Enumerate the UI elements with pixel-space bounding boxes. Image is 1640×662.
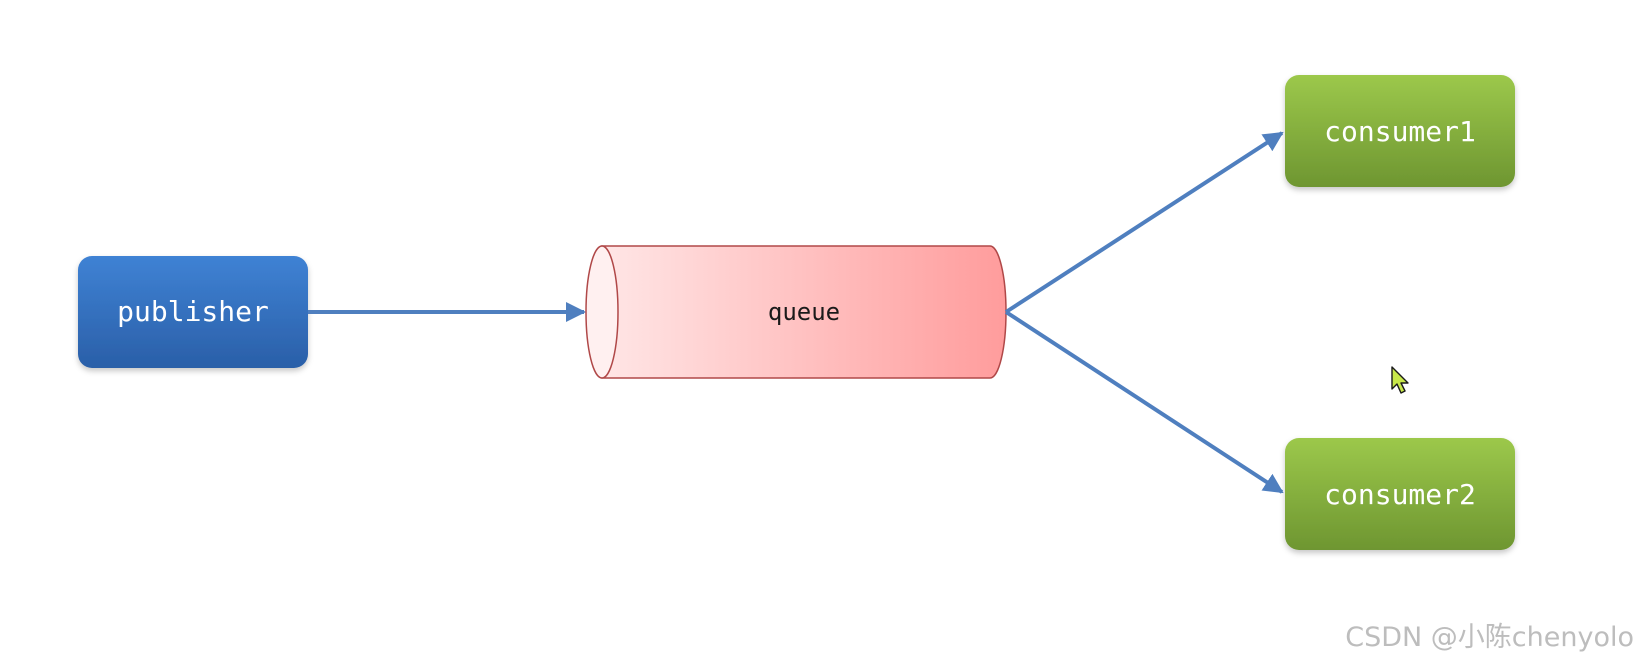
arrow-queue-to-consumer1 xyxy=(1004,131,1284,314)
consumer2-node: consumer2 xyxy=(1285,438,1515,550)
consumer2-label: consumer2 xyxy=(1324,478,1476,511)
queue-node: queue xyxy=(585,245,1007,379)
publisher-node: publisher xyxy=(78,256,308,368)
consumer1-node: consumer1 xyxy=(1285,75,1515,187)
queue-label: queue xyxy=(768,298,840,326)
watermark: CSDN @小陈chenyolo xyxy=(1345,622,1634,653)
consumer1-label: consumer1 xyxy=(1324,115,1476,148)
arrow-queue-to-consumer2 xyxy=(1004,310,1284,494)
publisher-label: publisher xyxy=(117,295,269,328)
mouse-cursor-icon xyxy=(1391,366,1409,394)
